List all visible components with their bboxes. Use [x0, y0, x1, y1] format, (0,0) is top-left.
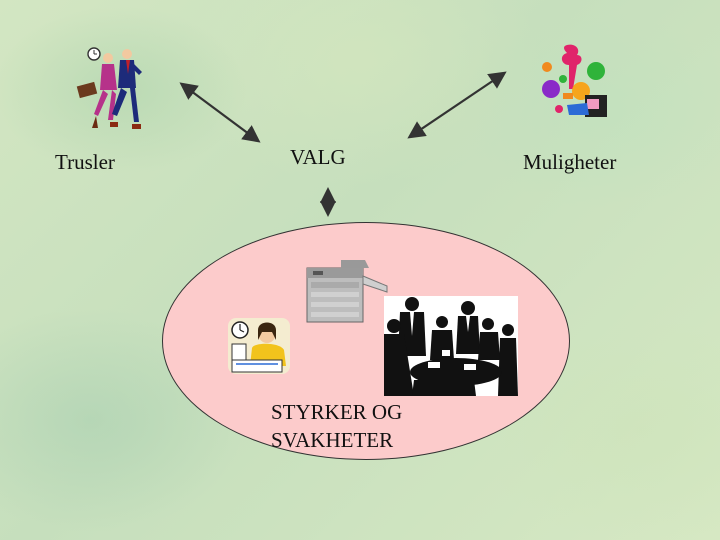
- arrow-opportunities-choice: [407, 71, 507, 139]
- arrow-threats-choice: [179, 82, 261, 143]
- opportunities-label: Muligheter: [523, 150, 617, 174]
- meeting-group-icon: [384, 296, 518, 396]
- business-people-running-icon: [76, 47, 142, 129]
- printer-icon: [306, 260, 388, 323]
- office-worker-icon: [228, 318, 290, 374]
- choice-label: VALG: [290, 145, 346, 169]
- weaknesses-line: SVAKHETER: [271, 428, 394, 452]
- strengths-weaknesses-label: STYRKER OG SVAKHETER: [271, 398, 402, 454]
- paint-splash-icon: [542, 44, 607, 117]
- threats-label: Trusler: [55, 150, 115, 174]
- strengths-line: STYRKER OG: [271, 400, 403, 424]
